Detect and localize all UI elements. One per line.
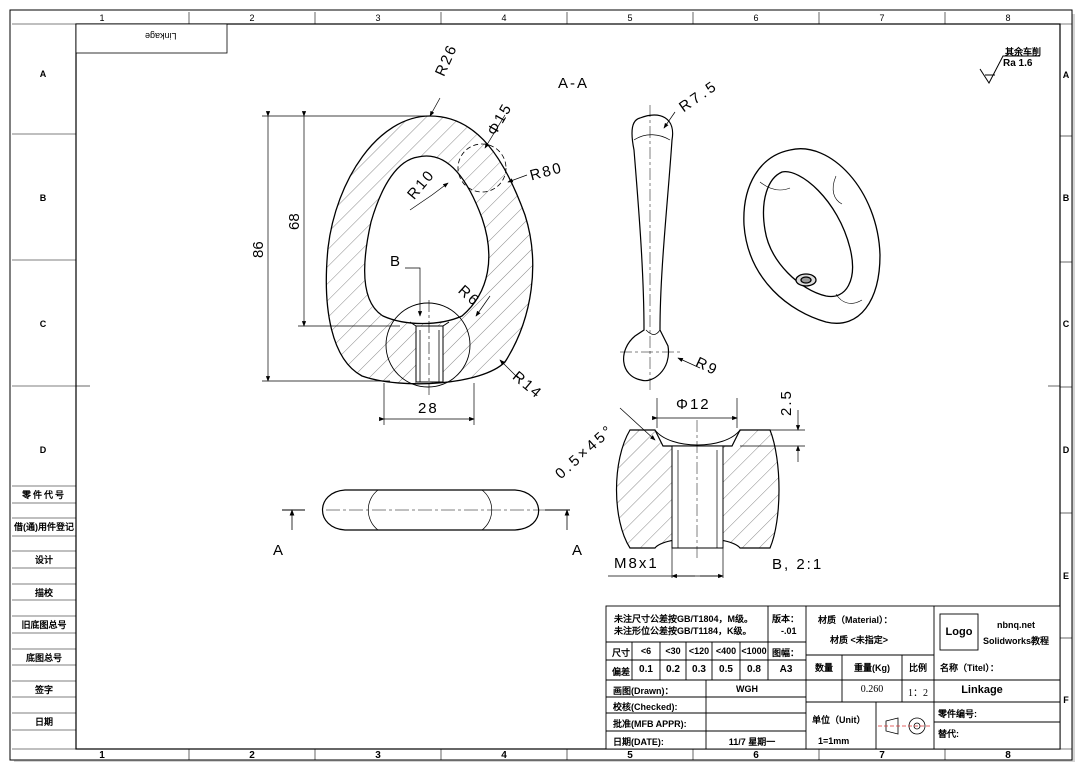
weight-label: 重量(Kg) (854, 663, 890, 673)
dim-68: 68 (286, 213, 303, 230)
row-letter: B (1062, 193, 1070, 203)
col-number: 7 (879, 750, 885, 761)
left-label: 底图总号 (25, 653, 63, 663)
col-number: 4 (501, 13, 507, 23)
row-letter: C (1062, 319, 1070, 329)
section-label: A-A (558, 75, 590, 92)
size-value: <30 (665, 646, 681, 656)
isometric-view (743, 148, 881, 324)
col-number: 7 (879, 13, 885, 23)
unit-value: 1=1mm (818, 736, 850, 746)
col-number: 6 (753, 13, 759, 23)
date-label: 日期(DATE): (613, 737, 664, 747)
deviation-value: 0.2 (666, 664, 680, 675)
detail-label: B, 2:1 (772, 556, 824, 573)
deviation-value: 0.1 (639, 664, 653, 675)
dim-86: 86 (250, 241, 267, 258)
part-number-label: 零件编号: (938, 709, 977, 719)
left-label: 日期 (34, 717, 54, 727)
dim-thread: M8x1 (614, 555, 659, 572)
col-number: 4 (501, 750, 507, 761)
deviation-label: 偏差 (612, 667, 631, 677)
col-number: 6 (753, 750, 759, 761)
left-label: 描校 (34, 588, 54, 598)
drawn-value: WGH (736, 684, 758, 694)
projection-symbol-icon (878, 717, 932, 735)
unit-label: 单位（Unit） (812, 715, 866, 725)
row-letter: A (39, 69, 47, 79)
size-value: <400 (715, 646, 737, 656)
cut-marker-left: A (273, 542, 284, 559)
section-view-a-a (325, 115, 534, 395)
col-number: 3 (375, 750, 381, 761)
name-label: 名称（Titel）： (940, 663, 999, 673)
row-letter: B (39, 193, 47, 203)
detail-view-b (615, 420, 780, 560)
version-value: -.01 (781, 626, 797, 636)
dim-28: 28 (418, 400, 439, 417)
size-value: <1000 (741, 646, 767, 656)
title-block-grid (605, 605, 1061, 750)
site-name: nbnq.net (997, 620, 1035, 630)
top-title-box (75, 23, 228, 54)
col-number: 3 (375, 13, 381, 23)
material-label: 材质（Material）： (818, 615, 893, 625)
col-number: 8 (1005, 750, 1011, 761)
roughness-symbol (979, 55, 1040, 84)
col-number: 1 (99, 750, 105, 761)
row-letter: F (1063, 695, 1069, 705)
checked-label: 校核(Checked): (613, 702, 678, 712)
logo: Logo (945, 626, 973, 638)
site-subtitle: Solidworks教程 (982, 636, 1050, 646)
col-number: 1 (99, 13, 105, 23)
row-letter: A (1062, 70, 1070, 80)
left-label: 设计 (34, 555, 54, 565)
deviation-value: 0.3 (692, 664, 706, 675)
col-number: 8 (1005, 13, 1011, 23)
tolerance-note: 未注尺寸公差按GB/T1804，M级。 (614, 614, 754, 624)
col-number: 2 (249, 750, 255, 761)
scale-value: 1：2 (908, 688, 928, 699)
row-letter: D (1062, 445, 1070, 455)
part-name: Linkage (961, 684, 1003, 696)
replace-label: 替代: (938, 729, 959, 739)
roughness-label: 其余车削 (1005, 47, 1042, 57)
dim-phi12: Φ12 (676, 396, 711, 413)
left-label: 签字 (34, 685, 54, 695)
deviation-value: 0.8 (747, 664, 761, 675)
left-label: 零件代号 (21, 490, 67, 500)
tolerance-note: 未注形位公差按GB/T1184，K级。 (614, 626, 752, 636)
row-letter: E (1062, 571, 1070, 581)
approved-label: 批准(MFB APPR): (613, 719, 687, 729)
row-letter: C (39, 319, 47, 329)
side-view (620, 105, 680, 392)
material-value: 材质 <未指定> (830, 635, 889, 645)
version-label: 版本： (772, 614, 800, 624)
sheet-value: A3 (779, 664, 793, 675)
roughness-value: Ra 1.6 (1003, 58, 1033, 69)
row-letter: D (39, 445, 47, 455)
size-label: 尺寸 (612, 648, 631, 658)
col-number: 2 (249, 13, 255, 23)
scale-label: 比例 (908, 663, 928, 673)
col-number: 5 (627, 13, 633, 23)
qty-label: 数量 (814, 663, 834, 673)
left-label: 借(通)用件登记 (14, 522, 74, 532)
col-number: 5 (627, 750, 633, 761)
detail-marker: B (390, 253, 401, 270)
cut-marker-right: A (572, 542, 583, 559)
top-box-text: Linkage (145, 31, 177, 41)
size-value: <120 (688, 646, 710, 656)
date-value: 11/7 星期一 (728, 737, 776, 747)
sheet-label: 图幅： (772, 648, 800, 658)
left-label: 旧底图总号 (21, 620, 67, 630)
weight-value: 0.260 (860, 684, 884, 695)
deviation-value: 0.5 (719, 664, 733, 675)
size-value: <6 (640, 646, 652, 656)
bottom-view (282, 489, 570, 531)
dim-2-5: 2.5 (778, 389, 795, 416)
drawn-label: 画图(Drawn)： (613, 686, 674, 696)
